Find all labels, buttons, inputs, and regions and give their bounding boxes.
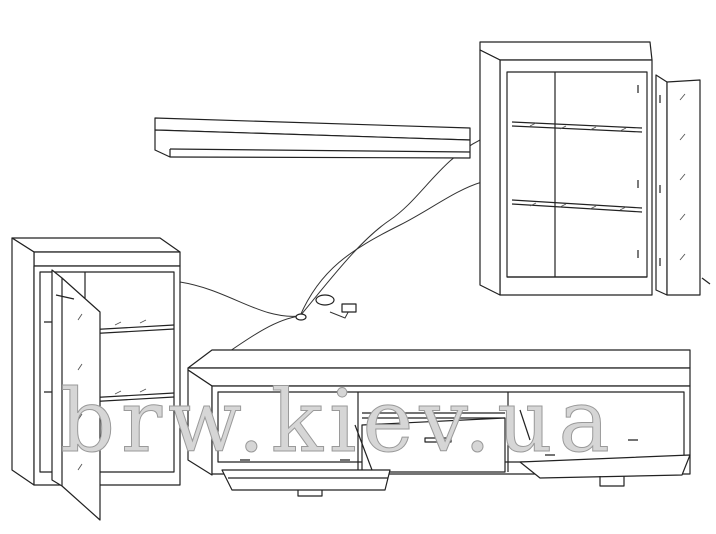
switch-transformer	[295, 294, 357, 321]
tv-stand	[187, 349, 691, 476]
wall-cabinet-glass-door	[637, 74, 711, 296]
tv-stand-right-flap	[519, 439, 691, 487]
tall-cabinet-glass-door	[51, 269, 101, 521]
power-cable	[179, 139, 483, 369]
tv-stand-left-flap	[221, 459, 391, 497]
wall-shelf	[154, 117, 471, 159]
wall-display-cabinet	[479, 41, 653, 296]
